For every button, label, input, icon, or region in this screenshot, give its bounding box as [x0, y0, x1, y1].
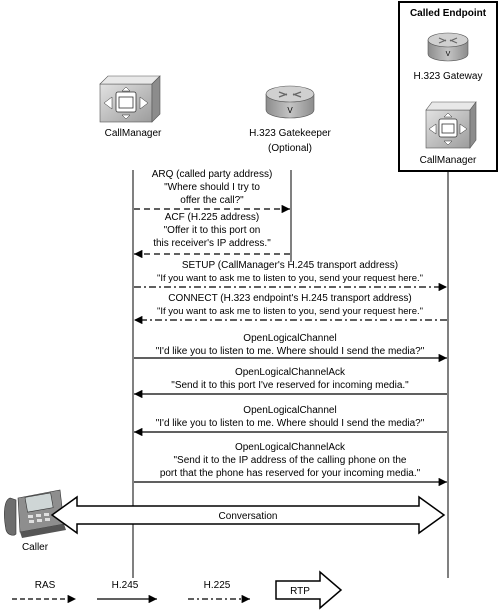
message-2-line2: "Offer it to this port on: [164, 225, 261, 236]
message-5-line1: OpenLogicalChannel: [243, 333, 336, 344]
message-7-line2: "I'd like you to listen to me. Where sho…: [156, 418, 425, 429]
message-2-line1: ACF (H.225 address): [165, 212, 259, 223]
message-6-line2: "Send it to this port I've reserved for …: [171, 380, 409, 391]
gatekeeper-label-line2: (Optional): [268, 143, 312, 154]
gatekeeper-label-line1: H.323 Gatekeeper: [249, 128, 331, 139]
message-5-line2: "I'd like you to listen to me. Where sho…: [156, 346, 425, 357]
message-4-line1: CONNECT (H.323 endpoint's H.245 transpor…: [168, 293, 412, 304]
gateway-label: H.323 Gateway: [414, 71, 483, 82]
called-callmanager-icon: [425, 101, 477, 149]
legend-ras-label: RAS: [35, 580, 56, 591]
legend-h245-label: H.245: [112, 580, 139, 591]
message-8-line3: port that the phone has reserved for you…: [160, 468, 421, 479]
callmanager-label: CallManager: [105, 128, 162, 139]
message-8-line1: OpenLogicalChannelAck: [235, 442, 346, 453]
svg-text:V: V: [287, 106, 293, 115]
callmanager-icon: [99, 75, 161, 123]
message-1-line3: offer the call?": [180, 195, 244, 206]
message-6-line1: OpenLogicalChannelAck: [235, 367, 346, 378]
gateway-router-icon: V: [427, 32, 469, 62]
conversation-label: Conversation: [219, 511, 278, 522]
message-8-line2: "Send it to the IP address of the callin…: [174, 455, 407, 466]
message-2-line3: this receiver's IP address.": [153, 238, 271, 249]
message-3-line2: "If you want to ask me to listen to you,…: [157, 273, 423, 284]
gatekeeper-router-icon: V: [265, 85, 315, 119]
svg-text:V: V: [446, 51, 451, 58]
message-1-line1: ARQ (called party address): [152, 169, 273, 180]
message-7-line1: OpenLogicalChannel: [243, 405, 336, 416]
legend-rtp-label: RTP: [290, 586, 310, 597]
legend: RAS H.245 H.225 RTP: [12, 570, 343, 610]
legend-rtp-arrow: [275, 570, 343, 610]
caller-label: Caller: [22, 542, 49, 553]
conversation-arrow: [50, 495, 446, 535]
message-4-line2: "If you want to ask me to listen to you,…: [157, 306, 423, 317]
message-1-line2: "Where should I try to: [164, 182, 260, 193]
caller-phone-icon: [4, 489, 66, 538]
called-endpoint-title: Called Endpoint: [410, 8, 487, 19]
called-callmanager-label: CallManager: [420, 155, 477, 166]
legend-h225-label: H.225: [204, 580, 231, 591]
message-3-line1: SETUP (CallManager's H.245 transport add…: [182, 260, 398, 271]
